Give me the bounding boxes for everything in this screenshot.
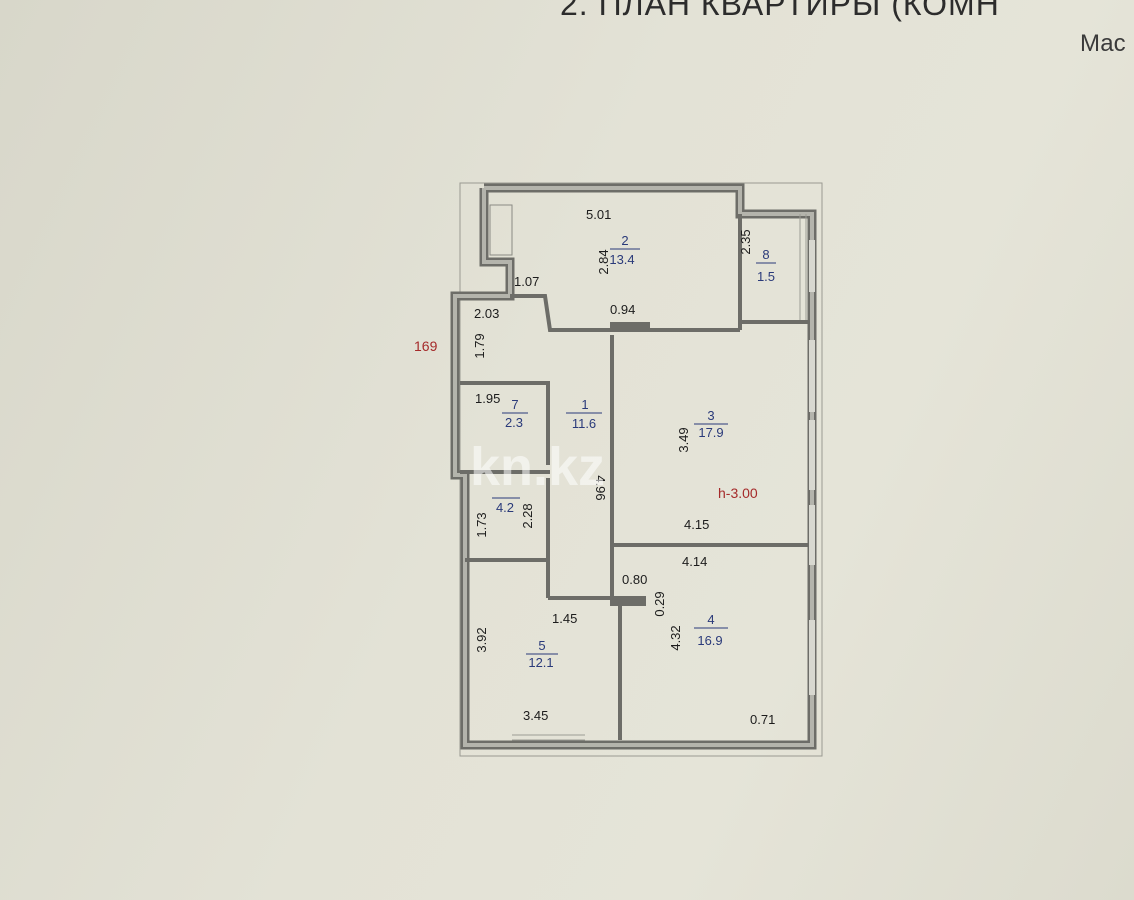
plan-title: 2. ПЛАН КВАРТИРЫ (КОМН <box>560 0 1000 22</box>
dim-4-14: 4.14 <box>682 554 707 569</box>
dim-2-03: 2.03 <box>474 306 499 321</box>
interior-walls <box>460 214 808 740</box>
dim-0-80: 0.80 <box>622 572 647 587</box>
dim-1-73: 1.73 <box>474 512 489 537</box>
room-8-number: 8 <box>762 247 769 262</box>
dim-5-01: 5.01 <box>586 207 611 222</box>
room-5-number: 5 <box>538 638 545 653</box>
room-3-area: 17.9 <box>698 425 723 440</box>
dim-2-84: 2.84 <box>596 249 611 274</box>
room-3-number: 3 <box>707 408 714 423</box>
dim-1-07: 1.07 <box>514 274 539 289</box>
dim-0-29: 0.29 <box>652 591 667 616</box>
room-1-area: 11.6 <box>572 416 596 431</box>
room-7-area: 2.3 <box>505 415 523 430</box>
dim-1-45: 1.45 <box>552 611 577 626</box>
room-2-number: 2 <box>621 233 628 248</box>
room-4-area: 16.9 <box>697 633 722 648</box>
dim-3-92: 3.92 <box>474 627 489 652</box>
room-2-area: 13.4 <box>609 252 634 267</box>
dim-3-45: 3.45 <box>523 708 548 723</box>
dim-1-79: 1.79 <box>472 333 487 358</box>
window-frames <box>512 214 807 741</box>
plan-frame <box>459 182 823 757</box>
dim-1-95: 1.95 <box>475 391 500 406</box>
dim-4-32: 4.32 <box>668 625 683 650</box>
room-6-area: 4.2 <box>496 500 514 515</box>
ceiling-height: h-3.00 <box>718 485 758 501</box>
dim-0-94: 0.94 <box>610 302 635 317</box>
wall-block-mid <box>610 596 646 606</box>
watermark: kn.kz <box>470 437 605 497</box>
room-1-number: 1 <box>581 397 588 412</box>
wall-block-top <box>610 322 650 332</box>
dim-2-28: 2.28 <box>520 503 535 528</box>
dim-4-15: 4.15 <box>684 517 709 532</box>
scale-label: Мас <box>1080 30 1126 57</box>
dim-4-96: 4.96 <box>593 475 608 500</box>
kitchen-niche <box>489 204 513 256</box>
apartment-number: 169 <box>414 338 438 354</box>
room-5-area: 12.1 <box>528 655 553 670</box>
dim-2-35: 2.35 <box>738 229 753 254</box>
room-labels: 2 13.4 8 1.5 7 2.3 1 11.6 3 17.9 4.2 4 1… <box>492 233 776 670</box>
room-7-number: 7 <box>511 397 518 412</box>
room-4-number: 4 <box>707 612 714 627</box>
dim-0-71: 0.71 <box>750 712 775 727</box>
dim-3-49: 3.49 <box>676 427 691 452</box>
room-8-area: 1.5 <box>757 269 775 284</box>
dimensions: 5.01 2.84 1.07 0.94 2.35 2.03 1.79 1.95 … <box>472 207 775 727</box>
